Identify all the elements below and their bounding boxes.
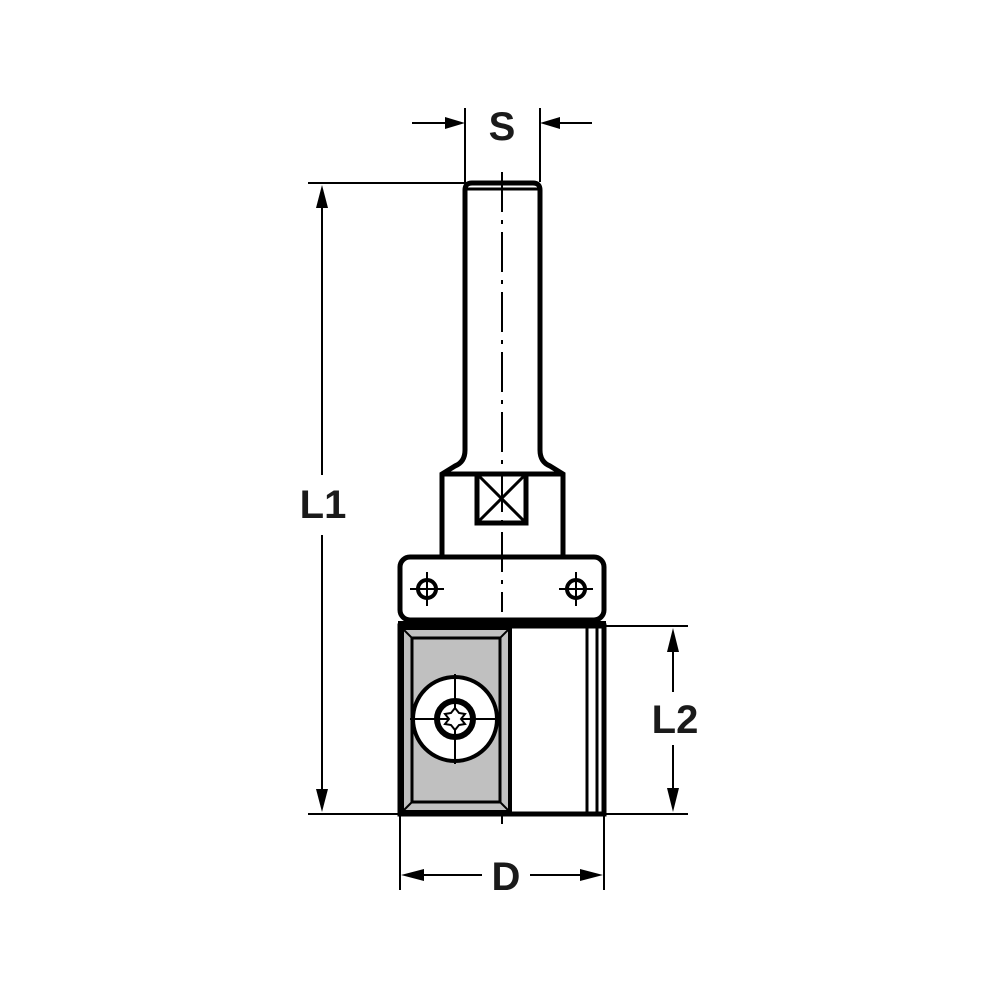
arrow-left-icon — [540, 117, 560, 129]
dimension-l2: L2 — [605, 625, 699, 815]
arrow-right-icon — [580, 869, 603, 881]
label-l2: L2 — [652, 698, 699, 742]
dimension-l1: L1 — [300, 182, 468, 815]
insert-bevel-bl — [401, 801, 413, 813]
screw-hole-left-icon — [410, 572, 444, 606]
insert-bevel-tl — [401, 627, 413, 639]
torx-screw-icon — [410, 674, 500, 764]
dimension-s: S — [412, 105, 592, 182]
arrow-up-icon — [667, 628, 679, 652]
torx-drive-icon — [443, 706, 467, 732]
label-d: D — [492, 855, 521, 899]
arrow-down-icon — [316, 789, 328, 812]
arrow-up-icon — [316, 185, 328, 208]
arrow-left-icon — [401, 869, 424, 881]
collar-right — [537, 449, 566, 555]
dimension-d: D — [399, 814, 605, 899]
screw-hole-right-icon — [559, 572, 593, 606]
label-s: S — [489, 105, 516, 149]
collar-left — [439, 449, 468, 555]
arrow-down-icon — [667, 788, 679, 812]
label-l1: L1 — [300, 483, 347, 527]
arrow-right-icon — [445, 117, 465, 129]
